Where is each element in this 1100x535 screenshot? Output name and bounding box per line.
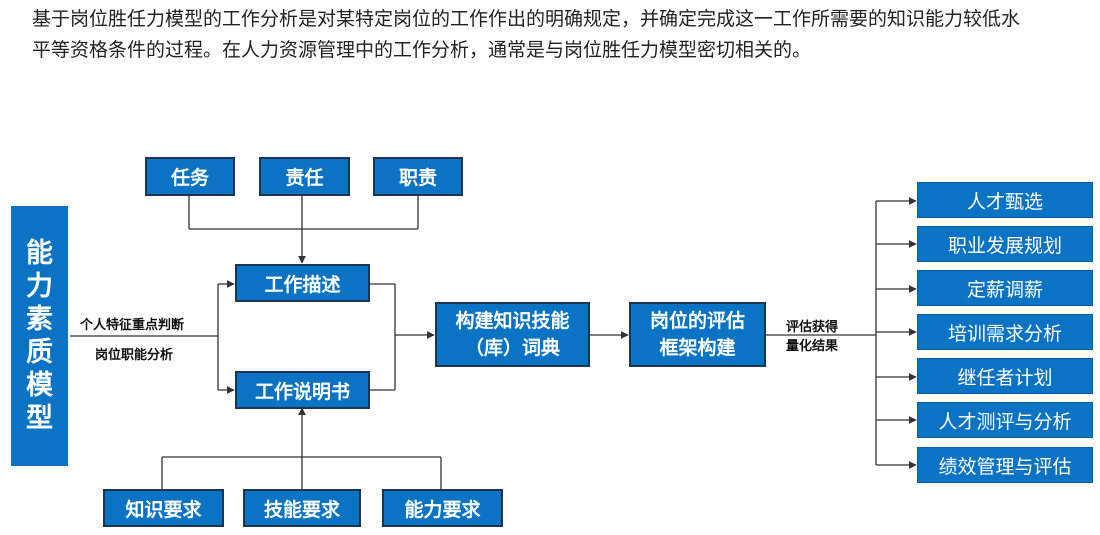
box-knowledge-req: 知识要求 (103, 489, 224, 527)
output-performance-mgmt: 绩效管理与评估 (917, 447, 1093, 483)
side-char: 型 (26, 403, 53, 434)
box-skill-dictionary: 构建知识技能 （库）词典 (435, 302, 590, 367)
output-talent-assessment: 人才测评与分析 (917, 402, 1093, 438)
output-career-planning: 职业发展规划 (917, 226, 1093, 262)
output-talent-selection: 人才甄选 (917, 182, 1093, 218)
box-ability-req: 能力要求 (382, 489, 503, 527)
output-training-needs: 培训需求分析 (917, 314, 1093, 350)
side-char: 力 (26, 271, 53, 302)
side-char: 素 (26, 304, 53, 335)
label-eval-result-2: 量化结果 (786, 339, 839, 354)
intro-paragraph: 基于岗位胜任力模型的工作分析是对某特定岗位的工作作出的明确规定，并确定完成这一工… (32, 8, 1021, 61)
box-responsibility: 责任 (259, 157, 350, 196)
framework-line: 框架构建 (659, 336, 736, 359)
dictionary-line: 构建知识技能 (455, 309, 570, 332)
output-succession-plan: 继任者计划 (917, 358, 1093, 394)
box-evaluation-framework: 岗位的评估 框架构建 (629, 302, 766, 367)
label-eval-result-1: 评估获得 (786, 320, 839, 335)
label-personal-traits: 个人特征重点判断 (80, 318, 185, 333)
output-salary-adjustment: 定薪调薪 (917, 270, 1093, 306)
label-job-function: 岗位职能分析 (95, 348, 174, 363)
side-char: 质 (26, 337, 53, 368)
box-task: 任务 (145, 157, 235, 196)
box-skill-req: 技能要求 (243, 489, 361, 527)
framework-line: 岗位的评估 (649, 309, 745, 332)
competency-model-label: 能 力 素 质 模 型 (11, 206, 68, 466)
box-duty: 职责 (373, 157, 463, 196)
side-char: 模 (26, 370, 53, 401)
dictionary-line: （库）词典 (464, 336, 560, 359)
box-job-specification: 工作说明书 (235, 371, 370, 409)
side-char: 能 (26, 238, 53, 269)
box-job-description: 工作描述 (235, 264, 370, 302)
